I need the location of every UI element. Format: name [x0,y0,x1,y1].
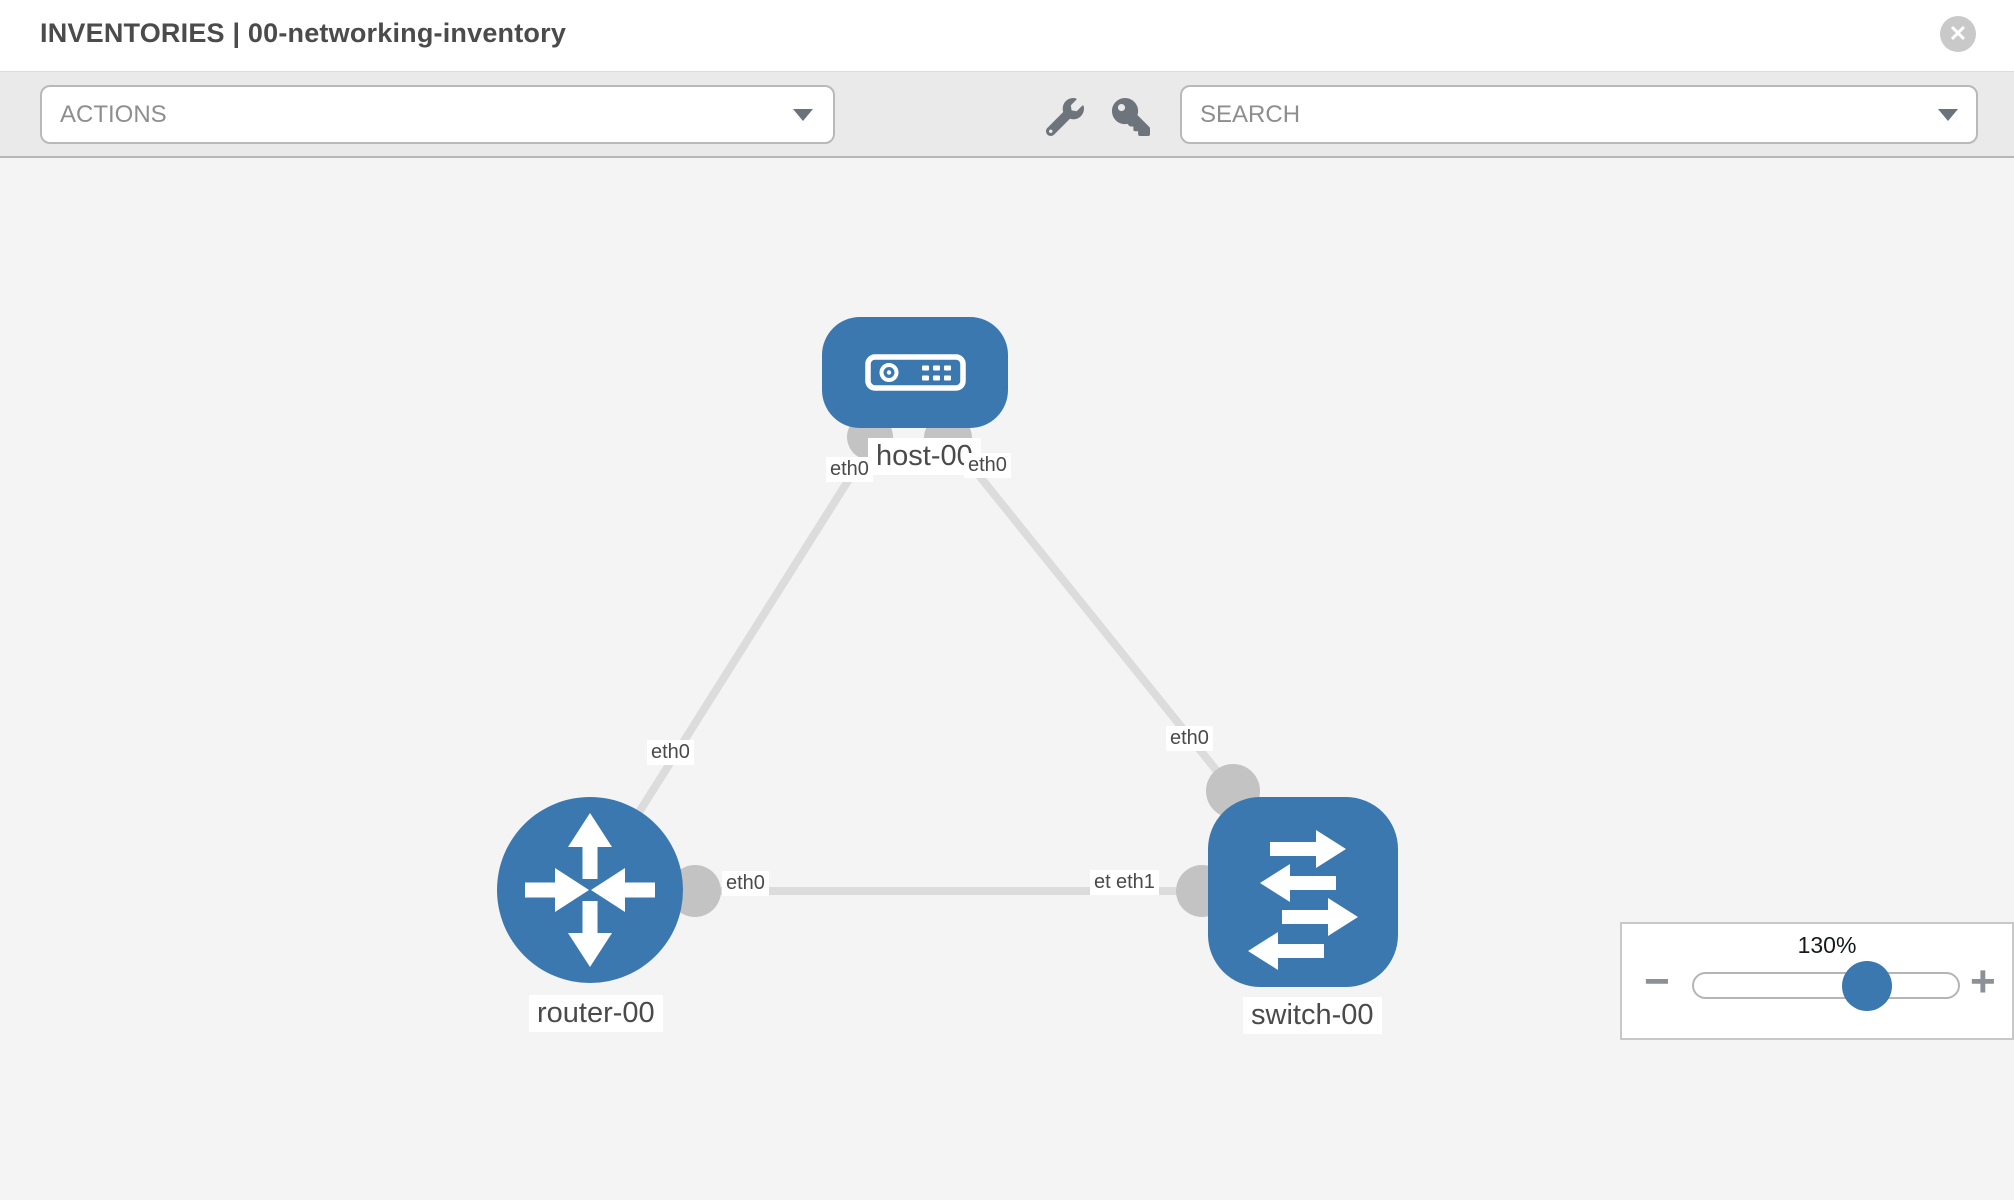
toolbar [0,72,2014,158]
wrench-icon [1045,98,1084,137]
interface-label: eth1 [1112,870,1159,895]
interface-label: eth0 [964,453,1011,478]
zoom-level-label: 130% [1797,932,1857,958]
key-button[interactable] [1112,98,1150,136]
node-router-00[interactable] [497,797,683,983]
plus-icon: + [1970,957,1996,1006]
zoom-panel: 130% − + [1620,922,2014,1040]
zoom-in-button[interactable]: + [1970,960,1996,1004]
zoom-slider-handle[interactable] [1842,960,1892,1011]
search-input[interactable] [1180,85,1978,144]
close-button[interactable]: ✕ [1940,16,1976,52]
interface-label: eth0 [826,457,873,482]
interface-label: eth0 [1166,726,1213,751]
zoom-slider-track[interactable] [1692,960,1960,1011]
zoom-out-button[interactable]: − [1644,960,1670,1004]
interface-label: eth0 [722,871,769,896]
switch-icon [1248,830,1358,970]
page-title: INVENTORIES | 00-networking-inventory [40,18,567,48]
node-label-host: host-00 [868,438,981,476]
node-switch-00[interactable] [1208,797,1398,987]
wrench-button[interactable] [1045,98,1084,137]
node-label-switch: switch-00 [1243,997,1382,1035]
page-header: INVENTORIES | 00-networking-inventory ✕ [0,0,2014,72]
topology-links [586,414,1260,917]
router-icon [525,813,655,967]
actions-dropdown[interactable] [40,85,835,144]
interface-label: eth0 [647,740,694,765]
close-icon: ✕ [1948,21,1968,46]
node-host-00[interactable] [822,317,1008,428]
host-icon [865,354,966,391]
topology-canvas[interactable]: host-00 router-00 switch-00 eth0 eth0 et… [0,160,2014,1200]
key-icon [1112,98,1150,136]
node-label-router: router-00 [529,995,663,1033]
minus-icon: − [1644,957,1670,1006]
